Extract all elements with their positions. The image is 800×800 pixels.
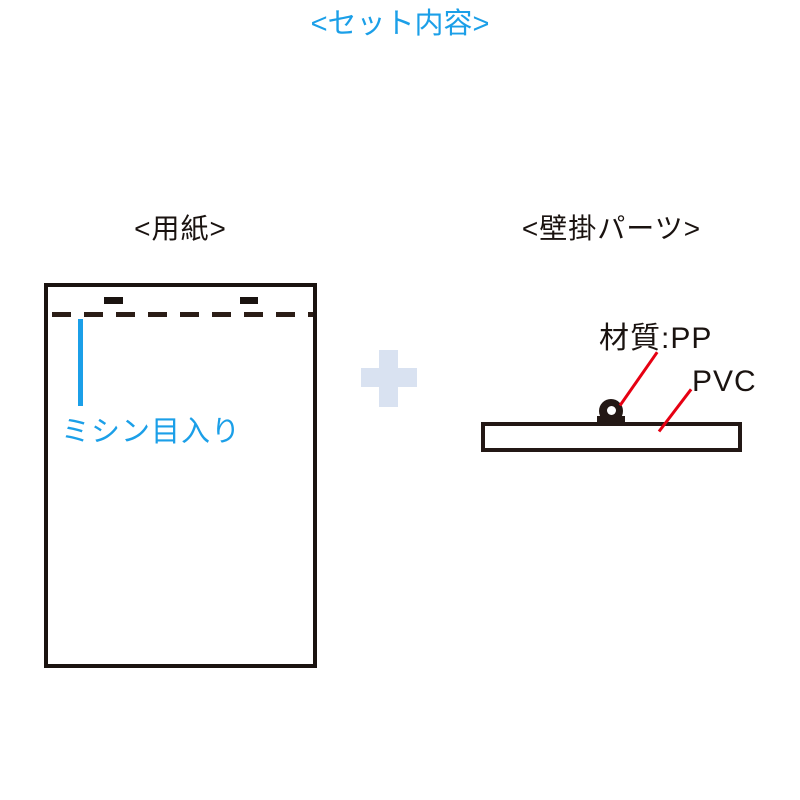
perforation-dashed-line [52,312,313,317]
perforation-label: ミシン目入り [61,416,242,448]
diagram-title: <セット内容> [310,8,490,40]
plus-horizontal-bar [361,368,417,387]
paper-section-heading: <用紙> [134,213,227,244]
wall-mount-bar [481,422,742,452]
perforation-pointer-line [78,319,83,406]
hook-ring-hole [607,406,616,415]
wall-mount-section-heading: <壁掛パーツ> [521,213,702,244]
hanging-slit-right [240,297,258,304]
paper-sheet [44,283,317,668]
bar-material-label: PVC [692,365,757,398]
plus-icon [361,350,417,407]
leader-line-pp [618,351,659,407]
hook-material-label: 材質:PP [599,322,713,355]
hanging-slit-left [104,297,123,304]
